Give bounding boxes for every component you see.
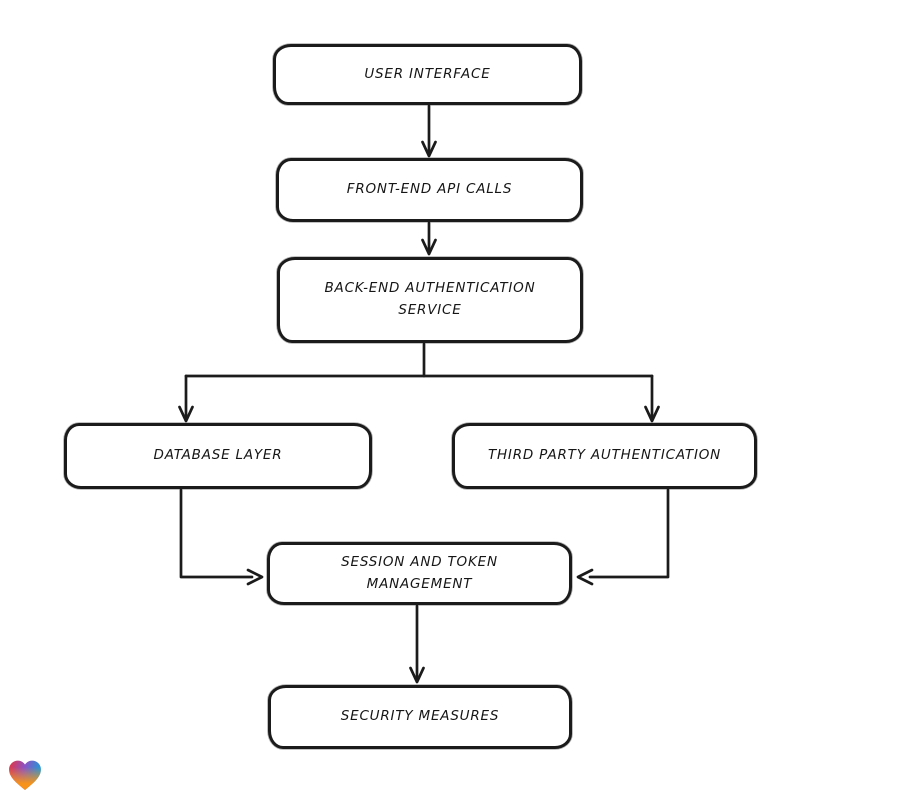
node-label: BACK-END AUTHENTICATION SERVICE bbox=[324, 280, 536, 318]
edge-database-layer-to-session-token bbox=[179, 488, 264, 586]
edge-front-end-api-calls-to-back-end-auth bbox=[421, 221, 437, 256]
node-label: USER INTERFACE bbox=[364, 65, 491, 82]
node-user-interface: USER INTERFACE bbox=[273, 44, 582, 105]
node-label: DATABASE LAYER bbox=[153, 447, 283, 464]
node-database-layer: DATABASE LAYER bbox=[64, 423, 372, 489]
node-back-end-authentication-service: BACK-END AUTHENTICATION SERVICE bbox=[277, 257, 583, 343]
node-label: SECURITY MEASURES bbox=[340, 708, 500, 725]
node-session-and-token-management: SESSION AND TOKEN MANAGEMENT bbox=[267, 542, 572, 605]
node-third-party-authentication: THIRD PARTY AUTHENTICATION bbox=[452, 423, 757, 489]
node-security-measures: SECURITY MEASURES bbox=[268, 685, 572, 749]
node-label: THIRD PARTY AUTHENTICATION bbox=[487, 447, 722, 464]
node-label: SESSION AND TOKEN MANAGEMENT bbox=[341, 553, 498, 592]
gradient-heart-icon[interactable] bbox=[8, 759, 42, 792]
edge-user-interface-to-front-end-api-calls bbox=[421, 104, 437, 158]
edge-third-party-auth-to-session-token bbox=[576, 488, 670, 586]
edge-session-token-to-security-measures bbox=[409, 604, 425, 684]
edge-back-end-auth-branch bbox=[178, 342, 660, 423]
node-front-end-api-calls: FRONT-END API CALLS bbox=[276, 158, 583, 222]
node-label: FRONT-END API CALLS bbox=[346, 181, 513, 198]
